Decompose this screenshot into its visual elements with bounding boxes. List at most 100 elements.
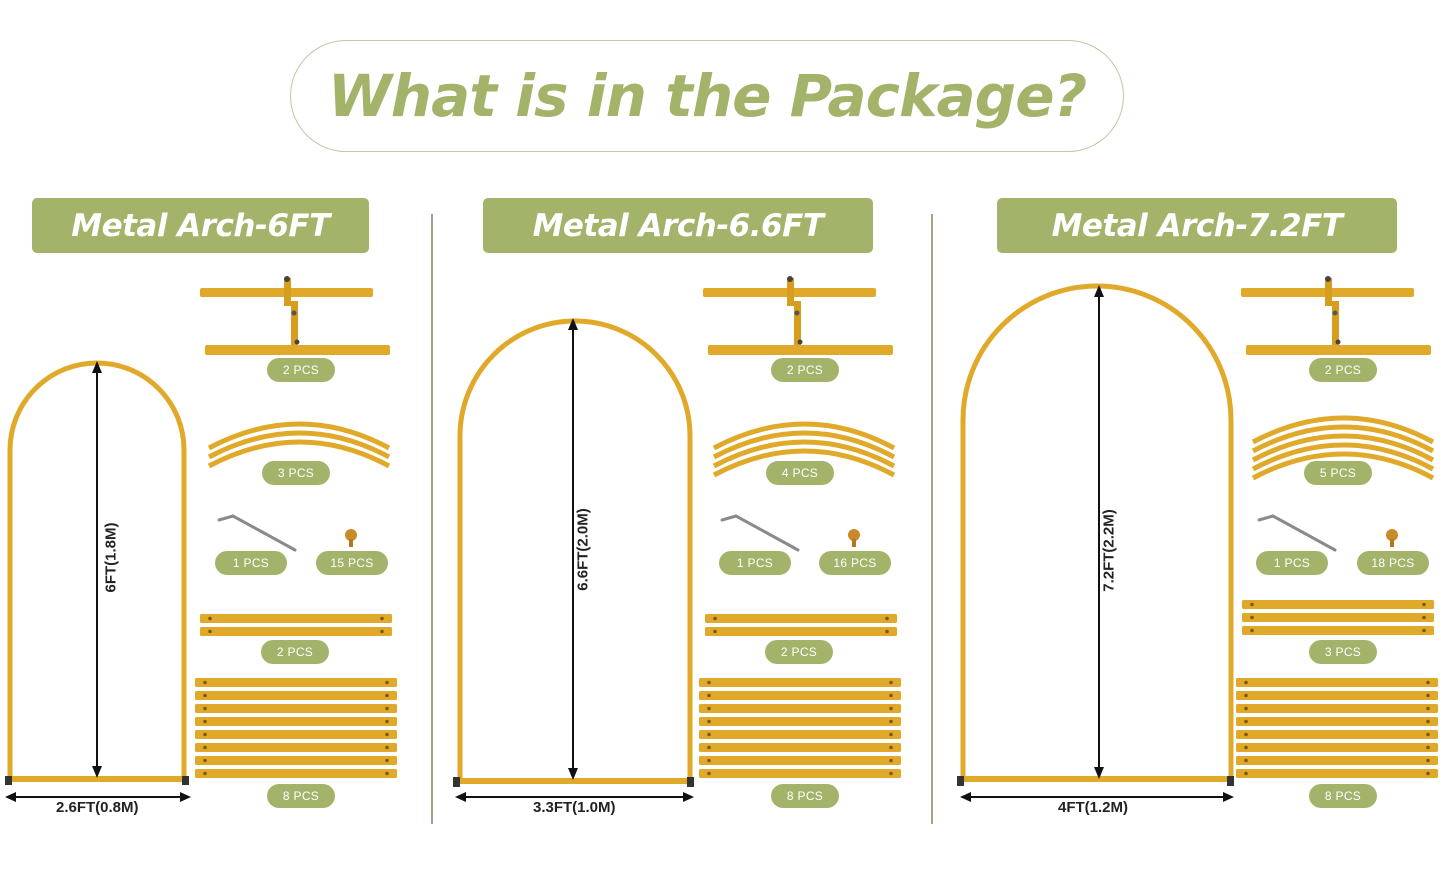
curved-tube-part: [1251, 415, 1435, 481]
tube-hole: [203, 693, 207, 698]
arch-column-6-6ft: Metal Arch-6.6FT 6.6FT(2.0M) 3.3FT(1.0M)…: [433, 0, 931, 894]
column-banner: Metal Arch-7.2FT: [997, 198, 1397, 253]
height-label: 6FT(1.8M): [102, 522, 120, 593]
wrench-icon: [720, 514, 800, 552]
tube-hole: [1250, 628, 1254, 633]
curved-tube-part: [712, 421, 896, 478]
tube-hole: [707, 706, 711, 711]
tube-hole: [1244, 745, 1248, 750]
curved-tube: [712, 430, 896, 460]
curved-tube: [207, 421, 391, 451]
tube-hole: [385, 732, 389, 737]
column-banner: Metal Arch-6FT: [32, 198, 369, 253]
parts-count-badge: 1 PCS: [1256, 551, 1328, 575]
column-divider: [931, 214, 933, 824]
straight-tube: [195, 743, 397, 752]
curved-tube: [207, 430, 391, 460]
tube-hole: [385, 745, 389, 750]
screw-icon: [1386, 529, 1398, 547]
straight-tube: [200, 627, 392, 636]
parts-count-badge: 16 PCS: [819, 551, 891, 575]
tube-hole: [380, 629, 384, 634]
tube-hole: [385, 771, 389, 776]
tube-hole: [1426, 732, 1430, 737]
tube-hole: [889, 719, 893, 724]
page-title: What is in the Package?: [327, 62, 1087, 130]
tube-hole: [889, 693, 893, 698]
screw-icon: [848, 529, 860, 547]
tube-hole: [203, 706, 207, 711]
tube-hole: [1426, 758, 1430, 763]
parts-count-badge: 8 PCS: [267, 784, 335, 808]
tube-hole: [208, 629, 212, 634]
straight-tube-part: [705, 614, 897, 636]
tube-hole: [1244, 680, 1248, 685]
parts-count-badge: 4 PCS: [766, 461, 834, 485]
parts-count-badge: 2 PCS: [771, 358, 839, 382]
tube-hole: [889, 706, 893, 711]
parts-count-badge: 2 PCS: [261, 640, 329, 664]
straight-tube: [195, 691, 397, 700]
height-label: 7.2FT(2.2M): [1100, 509, 1118, 592]
tube-hole: [1244, 706, 1248, 711]
tube-hole: [385, 706, 389, 711]
tube-hole: [889, 680, 893, 685]
tube-hole: [385, 693, 389, 698]
straight-tube: [705, 614, 897, 623]
height-label: 6.6FT(2.0M): [574, 508, 592, 591]
tube-hole: [707, 732, 711, 737]
parts-count-badge: 8 PCS: [771, 784, 839, 808]
straight-tube: [1242, 613, 1434, 622]
arch-frame-diagram: [5, 360, 191, 802]
curved-tube: [712, 448, 896, 478]
width-label: 2.6FT(0.8M): [56, 799, 139, 816]
tube-hole: [1244, 758, 1248, 763]
straight-tube: [1236, 769, 1438, 778]
tube-hole: [1422, 628, 1426, 633]
column-banner: Metal Arch-6.6FT: [483, 198, 873, 253]
arch-frame-diagram: [453, 318, 694, 802]
tube-hole: [203, 719, 207, 724]
tube-hole: [208, 616, 212, 621]
arch-frame-diagram: [957, 283, 1234, 802]
tube-hole: [1426, 719, 1430, 724]
straight-tube: [1236, 730, 1438, 739]
tube-hole: [385, 680, 389, 685]
straight-tube: [195, 769, 397, 778]
curved-tube: [207, 439, 391, 469]
straight-tube: [195, 756, 397, 765]
straight-tube: [699, 769, 901, 778]
straight-tube: [699, 756, 901, 765]
tube-hole: [889, 732, 893, 737]
wrench-icon: [1257, 514, 1337, 552]
parts-count-badge: 2 PCS: [267, 358, 335, 382]
tube-hole: [1250, 602, 1254, 607]
straight-tube: [699, 704, 901, 713]
tube-hole: [707, 758, 711, 763]
parts-count-badge: 8 PCS: [1309, 784, 1377, 808]
base-stand-part: [200, 276, 390, 355]
base-stand-part: [1241, 276, 1431, 355]
tube-hole: [1250, 615, 1254, 620]
title-pill: What is in the Package?: [290, 40, 1124, 152]
straight-tube-part: [200, 614, 392, 636]
tube-hole: [707, 719, 711, 724]
straight-tube-part: [1236, 678, 1438, 778]
straight-tube-part: [195, 678, 397, 778]
tube-hole: [203, 732, 207, 737]
parts-count-badge: 15 PCS: [316, 551, 388, 575]
parts-count-badge: 2 PCS: [765, 640, 833, 664]
tube-hole: [385, 719, 389, 724]
tube-hole: [1244, 693, 1248, 698]
straight-tube: [1236, 678, 1438, 687]
tube-hole: [380, 616, 384, 621]
parts-count-badge: 3 PCS: [262, 461, 330, 485]
tube-hole: [203, 680, 207, 685]
tube-hole: [707, 680, 711, 685]
straight-tube: [699, 717, 901, 726]
straight-tube: [699, 743, 901, 752]
tube-hole: [713, 629, 717, 634]
parts-count-badge: 1 PCS: [215, 551, 287, 575]
tube-hole: [1426, 745, 1430, 750]
straight-tube: [200, 614, 392, 623]
